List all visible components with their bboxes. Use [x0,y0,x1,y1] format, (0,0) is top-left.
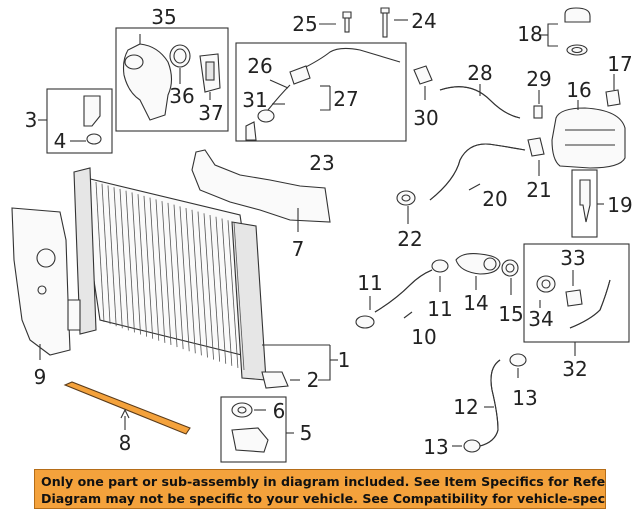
radiator-fin [125,190,135,333]
disclaimer-banner: Only one part or sub-assembly in diagram… [34,469,606,509]
callout-36: 36 [169,84,194,108]
sensor-group [571,169,604,238]
callout-10: 10 [411,325,436,349]
hose-group-23 [235,42,407,142]
callout-11b: 11 [427,297,452,321]
radiator-fin [161,201,172,345]
bolts-group [319,7,408,38]
lower-hose-group [355,259,449,329]
radiator-fin [167,202,178,348]
radiator-fin [107,185,117,327]
radiator-fin [233,221,245,371]
callout-20: 20 [482,187,507,211]
radiator-fin [203,213,214,360]
callout-33: 33 [560,246,585,270]
callout-30: 30 [413,106,438,130]
callout-32: 32 [562,357,587,381]
callout-labels: 35 25 24 18 17 3 4 26 27 31 36 37 28 29 … [25,5,633,459]
callout-2: 2 [307,368,320,392]
callout-34: 34 [528,307,553,331]
mount-box-group [220,396,294,463]
callout-26: 26 [247,54,272,78]
callout-15: 15 [498,302,523,326]
radiator-fin [119,188,129,331]
callout-5: 5 [300,421,313,445]
callout-31: 31 [242,88,267,112]
callout-35: 35 [151,5,176,29]
callout-21: 21 [526,178,551,202]
radiator-fin [221,218,233,366]
callout-1: 1 [338,348,351,372]
reservoir-cap-group [540,7,621,107]
callout-28: 28 [467,61,492,85]
callout-8: 8 [119,431,132,455]
lower-seal-8 [63,381,191,435]
callout-11a: 11 [357,271,382,295]
radiator-fin [215,216,227,364]
radiator [67,167,338,389]
callout-9: 9 [34,365,47,389]
callout-16: 16 [566,78,591,102]
radiator-fin [149,197,160,341]
radiator-fin [95,181,105,323]
callout-14: 14 [463,291,488,315]
radiator-fin [143,195,154,339]
callout-25: 25 [292,12,317,36]
side-deflector-9 [11,207,71,360]
disclaimer-line-1: Only one part or sub-assembly in diagram… [41,474,606,489]
thermostat-housing-group [115,27,229,132]
outlet-group [455,253,519,295]
callout-7: 7 [292,237,305,261]
radiator-fin [113,187,123,329]
pipe-box-group [523,243,630,356]
bypass-hose-group [452,353,527,453]
radiator-fin [101,183,111,325]
disclaimer-line-2: Diagram may not be specific to your vehi… [41,491,606,506]
radiator-fin [197,211,208,358]
reservoir-group [533,90,626,169]
callout-4: 4 [54,129,67,153]
callout-12: 12 [453,395,478,419]
radiator-fin [185,208,196,354]
callout-19: 19 [607,193,632,217]
callout-3: 3 [25,108,38,132]
callout-6: 6 [273,399,286,423]
hose-group-20 [429,137,545,201]
bracket-box-group [38,88,113,154]
radiator-fin [191,209,202,356]
callout-17: 17 [607,52,632,76]
callout-22: 22 [397,227,422,251]
radiator-fin [209,215,221,362]
radiator-fin [173,204,184,350]
radiator-fin [179,206,190,352]
callout-27: 27 [333,87,358,111]
air-baffle-7 [191,149,331,232]
callout-24: 24 [411,9,436,33]
callout-23: 23 [309,151,334,175]
radiator-fin [227,220,239,368]
upper-hose-group [413,65,521,119]
radiator-fin [137,194,148,337]
radiator-fin [155,199,166,343]
radiator-fin [131,192,141,335]
callout-18: 18 [517,22,542,46]
callout-29: 29 [526,67,551,91]
clamp-22 [396,190,416,224]
callout-13b: 13 [423,435,448,459]
callout-13a: 13 [512,386,537,410]
radiator-fins [95,181,245,371]
callout-37: 37 [198,101,223,125]
